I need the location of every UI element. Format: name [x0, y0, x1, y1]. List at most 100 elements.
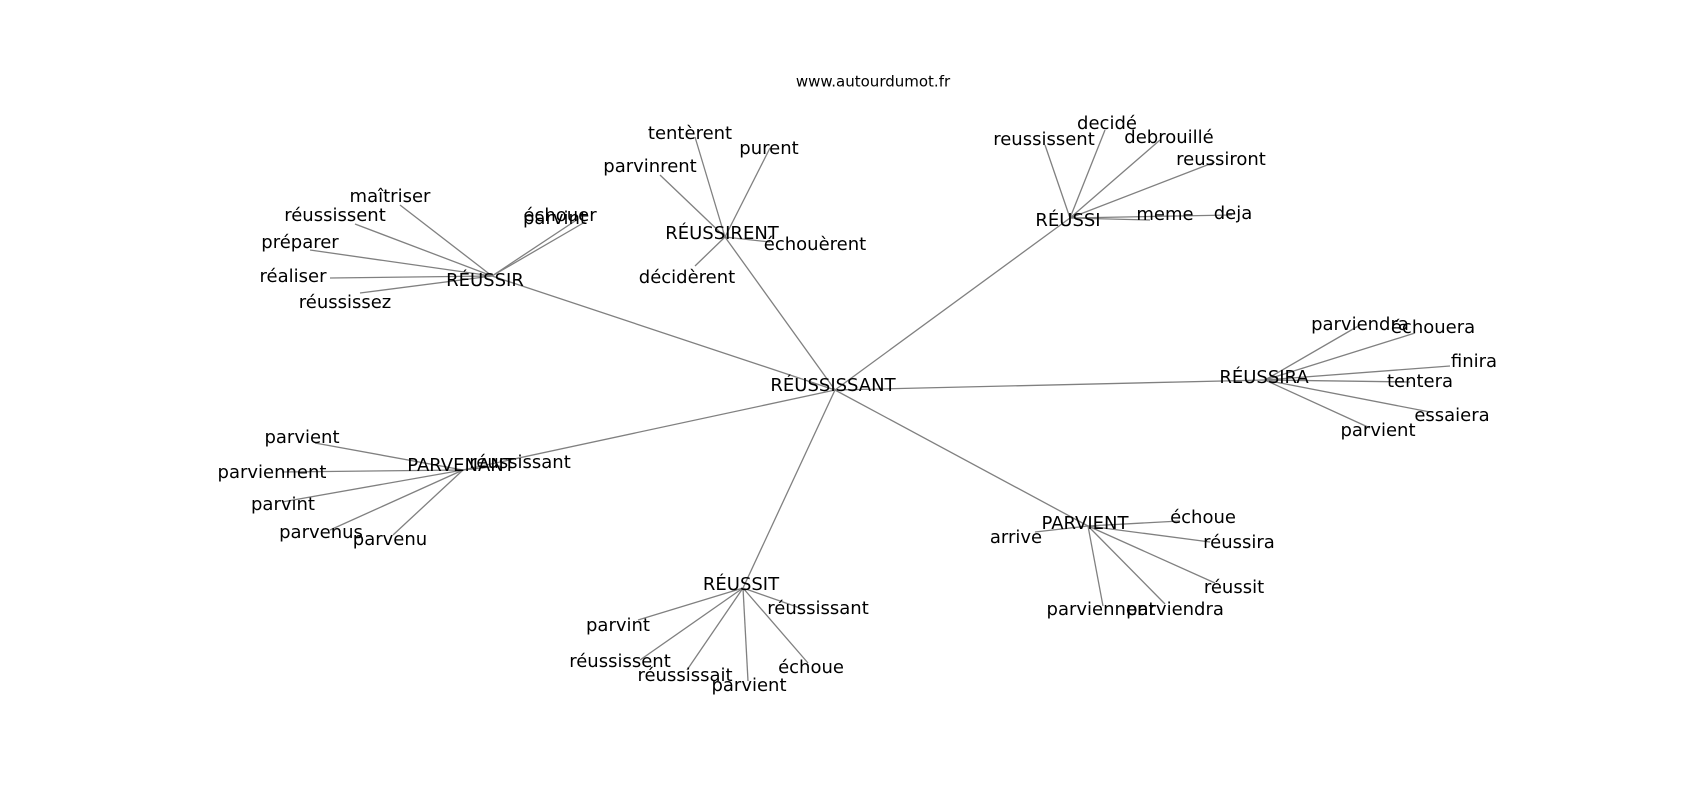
- word-node: échouer: [523, 205, 597, 226]
- word-edge: [1264, 324, 1361, 381]
- hub-edge: [462, 389, 836, 471]
- word-edge: [491, 218, 579, 277]
- word-edge: [1044, 144, 1071, 219]
- word-node: maîtriser: [350, 186, 431, 207]
- word-node: échoue: [778, 657, 844, 678]
- word-node: parvient: [711, 675, 786, 696]
- hub-node: RÉUSSIRENT: [665, 222, 780, 244]
- word-node: parviendra: [1311, 314, 1409, 335]
- hub-node: RÉUSSIR: [446, 269, 524, 291]
- word-edge: [742, 587, 801, 609]
- hub-edge: [724, 236, 836, 391]
- edges: [281, 129, 1451, 682]
- hub-edge: [834, 217, 1071, 391]
- word-node: parvinrent: [603, 156, 696, 177]
- word-node: reussiront: [1176, 149, 1266, 170]
- word-node: échouèrent: [764, 234, 866, 255]
- word-node: réussit: [1204, 577, 1264, 598]
- word-edge: [1264, 379, 1411, 383]
- hub-node: PARVENANT: [407, 455, 515, 476]
- word-edge: [399, 204, 493, 277]
- word-edge: [281, 469, 464, 503]
- word-node: debrouillé: [1124, 127, 1213, 148]
- word-node: purent: [739, 138, 798, 159]
- word-edge: [1069, 129, 1106, 219]
- word-edge: [1069, 161, 1216, 219]
- word-edge: [1087, 520, 1181, 527]
- word-edge: [639, 587, 744, 661]
- word-node: essaiera: [1414, 405, 1489, 426]
- word-edge: [309, 249, 493, 277]
- word-node: réussissant: [767, 598, 869, 619]
- labels: RÉUSSISSANT RÉUSSIRmaîtriserréussissentp…: [218, 113, 1498, 696]
- hub-node: RÉUSSIRA: [1219, 366, 1309, 388]
- word-edge: [694, 136, 726, 238]
- word-node: préparer: [261, 232, 339, 253]
- hub-edge: [834, 389, 1089, 527]
- word-node: meme: [1136, 204, 1193, 225]
- word-edge: [1264, 379, 1371, 429]
- word-edge: [392, 469, 464, 536]
- word-edge: [281, 469, 464, 473]
- word-node: réussira: [1203, 532, 1275, 553]
- word-node: arrive: [990, 527, 1042, 548]
- word-node: tentera: [1387, 371, 1453, 392]
- word-node: parvenu: [353, 529, 427, 550]
- word-node: échouera: [1391, 317, 1475, 338]
- word-node: parvint: [523, 208, 587, 229]
- word-edge: [1264, 379, 1431, 413]
- word-edge: [1264, 365, 1451, 381]
- word-edge: [724, 147, 771, 238]
- word-node: réussissait: [637, 665, 732, 686]
- word-edge: [1069, 214, 1233, 219]
- word-edge: [1087, 525, 1166, 605]
- hub-edge: [491, 275, 836, 391]
- word-edge: [329, 275, 493, 279]
- center-node: RÉUSSISSANT: [770, 374, 896, 396]
- word-node: réussissent: [569, 651, 671, 672]
- word-node: tentèrent: [648, 123, 732, 144]
- word-node: parviennent: [218, 462, 327, 483]
- word-node: réaliser: [260, 266, 328, 287]
- hub-node: RÉUSSIT: [703, 573, 780, 595]
- word-node: échoue: [1170, 507, 1236, 528]
- word-edge: [329, 469, 464, 531]
- word-edge: [1264, 332, 1416, 381]
- word-node: réussissant: [469, 452, 571, 473]
- word-edge: [637, 587, 744, 621]
- word-edge: [686, 587, 744, 671]
- word-edge: [659, 174, 726, 238]
- hub-node: PARVIENT: [1042, 513, 1130, 534]
- word-node: decidé: [1077, 113, 1137, 134]
- word-node: parvenus: [279, 522, 363, 543]
- word-edge: [359, 275, 493, 294]
- word-node: parviennent: [1047, 599, 1156, 620]
- word-edge: [694, 236, 726, 267]
- word-node: finira: [1451, 351, 1497, 372]
- word-node: reussissent: [993, 129, 1095, 150]
- word-edge: [354, 223, 493, 277]
- word-edge: [1087, 525, 1216, 584]
- word-node: parviendra: [1126, 599, 1224, 620]
- source-url: www.autourdumot.fr: [796, 73, 951, 91]
- word-edge: [1087, 525, 1211, 543]
- word-edge: [491, 221, 586, 277]
- word-node: réussissez: [299, 292, 392, 313]
- word-edge: [1069, 139, 1161, 219]
- word-node: réussissent: [284, 205, 386, 226]
- word-edge: [742, 587, 809, 664]
- hub-edge: [742, 389, 836, 589]
- hub-node: RÉUSSI: [1035, 209, 1100, 231]
- word-edge: [314, 442, 464, 471]
- word-node: décidèrent: [639, 267, 735, 288]
- word-node: parvint: [251, 494, 315, 515]
- hub-edge: [834, 379, 1266, 391]
- word-node: parvint: [586, 615, 650, 636]
- word-edge: [1087, 525, 1104, 607]
- word-node: parvient: [1340, 420, 1415, 441]
- word-edge: [742, 587, 749, 682]
- word-edge: [724, 236, 771, 243]
- word-edge: [462, 465, 501, 471]
- word-edge: [1034, 525, 1089, 533]
